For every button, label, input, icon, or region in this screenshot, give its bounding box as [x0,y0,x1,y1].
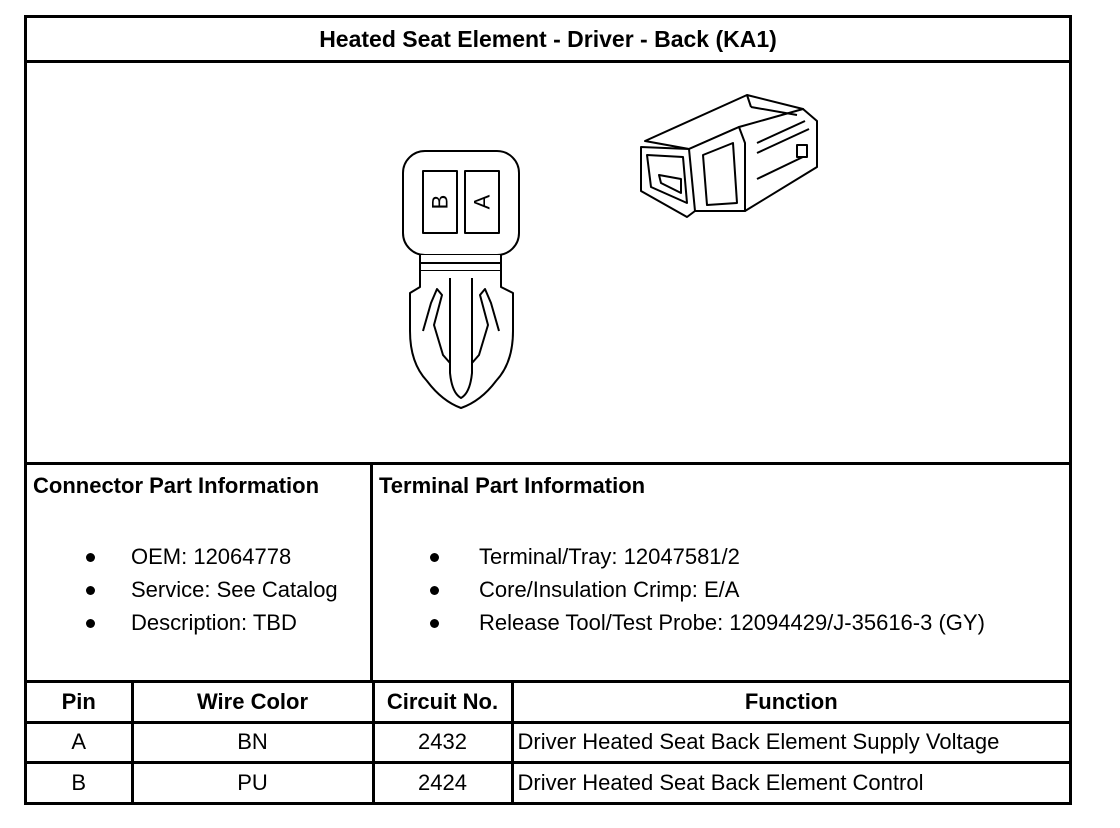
bullet-icon [86,553,95,562]
connector-part-information: Connector Part Information OEM: 12064778… [27,465,373,683]
table-header-row: Pin Wire Color Circuit No. Function [27,683,1069,725]
table-row: B PU 2424 Driver Heated Seat Back Elemen… [27,760,1069,802]
cell-circuit-no: 2432 [371,721,514,764]
connector-oem: OEM: 12064778 [131,544,292,569]
terminal-info-heading: Terminal Part Information [379,473,646,498]
bullet-icon [86,619,95,628]
cell-wire-color: BN [130,721,375,764]
header-circuit-no: Circuit No. [371,683,514,725]
terminal-part-information: Terminal Part Information Terminal/Tray:… [373,465,1069,683]
connector-service: Service: See Catalog [131,577,338,602]
drawing-canvas: B A [402,94,818,409]
header-wire-color: Wire Color [130,683,375,725]
connector-3d-icon [640,94,818,218]
connector-sheet: Heated Seat Element - Driver - Back (KA1… [24,15,1072,805]
pin-table: Pin Wire Color Circuit No. Function A BN… [27,683,1069,802]
terminal-tray: Terminal/Tray: 12047581/2 [479,544,740,569]
connector-description: Description: TBD [131,610,297,635]
cavity-label-b: B [428,195,453,210]
header-pin: Pin [27,683,134,725]
cell-function: Driver Heated Seat Back Element Supply V… [510,721,1069,764]
terminal-release-tool: Release Tool/Test Probe: 12094429/J-3561… [479,610,985,635]
terminal-crimp: Core/Insulation Crimp: E/A [479,577,740,602]
cell-pin: B [27,760,134,802]
page-title: Heated Seat Element - Driver - Back (KA1… [27,18,1069,63]
cell-function: Driver Heated Seat Back Element Control [510,760,1069,802]
bullet-icon [430,619,439,628]
connector-info-heading: Connector Part Information [33,473,320,498]
cell-circuit-no: 2424 [371,760,514,802]
cell-wire-color: PU [130,760,375,802]
bullet-icon [430,586,439,595]
cavity-label-a: A [470,194,495,209]
bullet-icon [86,586,95,595]
connector-drawing: B A [27,63,1069,465]
connector-face-icon [402,150,520,409]
header-function: Function [510,683,1069,725]
bullet-icon [430,553,439,562]
table-row: A BN 2432 Driver Heated Seat Back Elemen… [27,721,1069,764]
cell-pin: A [27,721,134,764]
